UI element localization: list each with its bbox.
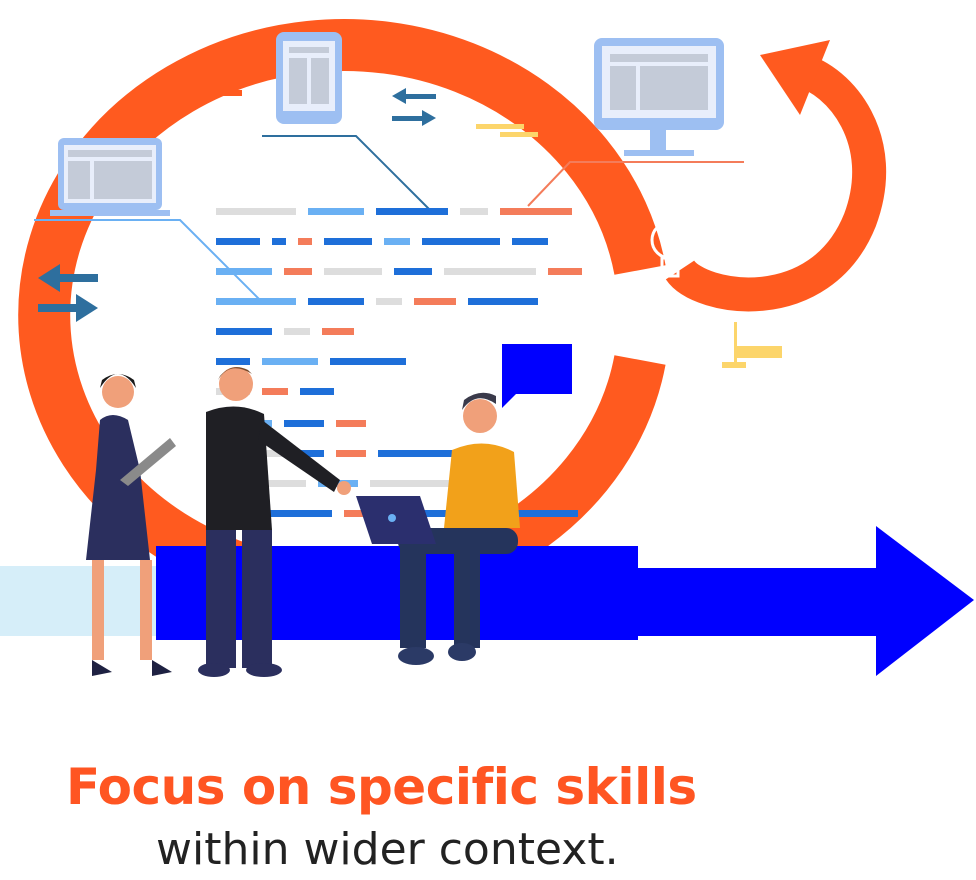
code-line-segment [284, 328, 310, 335]
code-line-segment [284, 420, 324, 427]
code-line-segment [216, 238, 260, 245]
code-line-segment [308, 208, 364, 215]
code-line-segment [272, 238, 286, 245]
code-line-segment [376, 298, 402, 305]
progress-arrow [0, 526, 974, 676]
code-line-segment [216, 358, 250, 365]
code-line-segment [376, 208, 448, 215]
code-line-segment [216, 510, 332, 517]
code-line-segment [500, 208, 572, 215]
code-line-segment [284, 268, 312, 275]
code-line-segment [322, 328, 354, 335]
lightbulb-icon [650, 220, 690, 278]
code-line-segment [308, 298, 364, 305]
code-line-segment [336, 420, 366, 427]
swap-arrows-icon [392, 88, 436, 126]
person-seated-with-laptop [356, 392, 520, 665]
code-line-segment [414, 298, 456, 305]
code-line-segment [384, 238, 410, 245]
person-woman-with-tablet [86, 374, 176, 676]
code-line-segment [394, 268, 432, 275]
subline: within wider context. [156, 824, 619, 875]
laptop-device-icon [50, 138, 170, 216]
speech-bubble-icon [502, 344, 572, 408]
code-line-segment [460, 208, 488, 215]
tablet-device-icon [276, 32, 342, 124]
code-line-segment [300, 388, 334, 395]
code-line-segment [344, 510, 366, 517]
code-line-segment [336, 450, 366, 457]
code-line-segment [324, 238, 372, 245]
code-line-segment [512, 238, 548, 245]
swap-arrows-left-icon [38, 264, 98, 322]
monitor-device-icon [594, 38, 724, 156]
code-line-segment [298, 238, 312, 245]
cycle-arrowhead-icon [760, 40, 830, 115]
headline: Focus on specific skills [66, 758, 697, 816]
code-line-segment [262, 358, 318, 365]
code-line-segment [216, 268, 272, 275]
code-line-segment [444, 268, 536, 275]
code-line-segment [216, 298, 296, 305]
yellow-accent-decoration [476, 124, 782, 368]
code-line-segment [216, 328, 272, 335]
code-line-segment [216, 208, 296, 215]
code-line-segment [422, 238, 500, 245]
code-line-segment [378, 450, 498, 457]
code-line-segment [370, 480, 466, 487]
code-line-segment [330, 358, 406, 365]
person-man-pointing [198, 367, 351, 677]
code-line-segment [468, 298, 538, 305]
code-line-segment [298, 450, 324, 457]
orange-dash-decoration [210, 90, 242, 96]
code-line-segment [324, 268, 382, 275]
code-line-segment [548, 268, 582, 275]
code-line-segment [262, 388, 288, 395]
